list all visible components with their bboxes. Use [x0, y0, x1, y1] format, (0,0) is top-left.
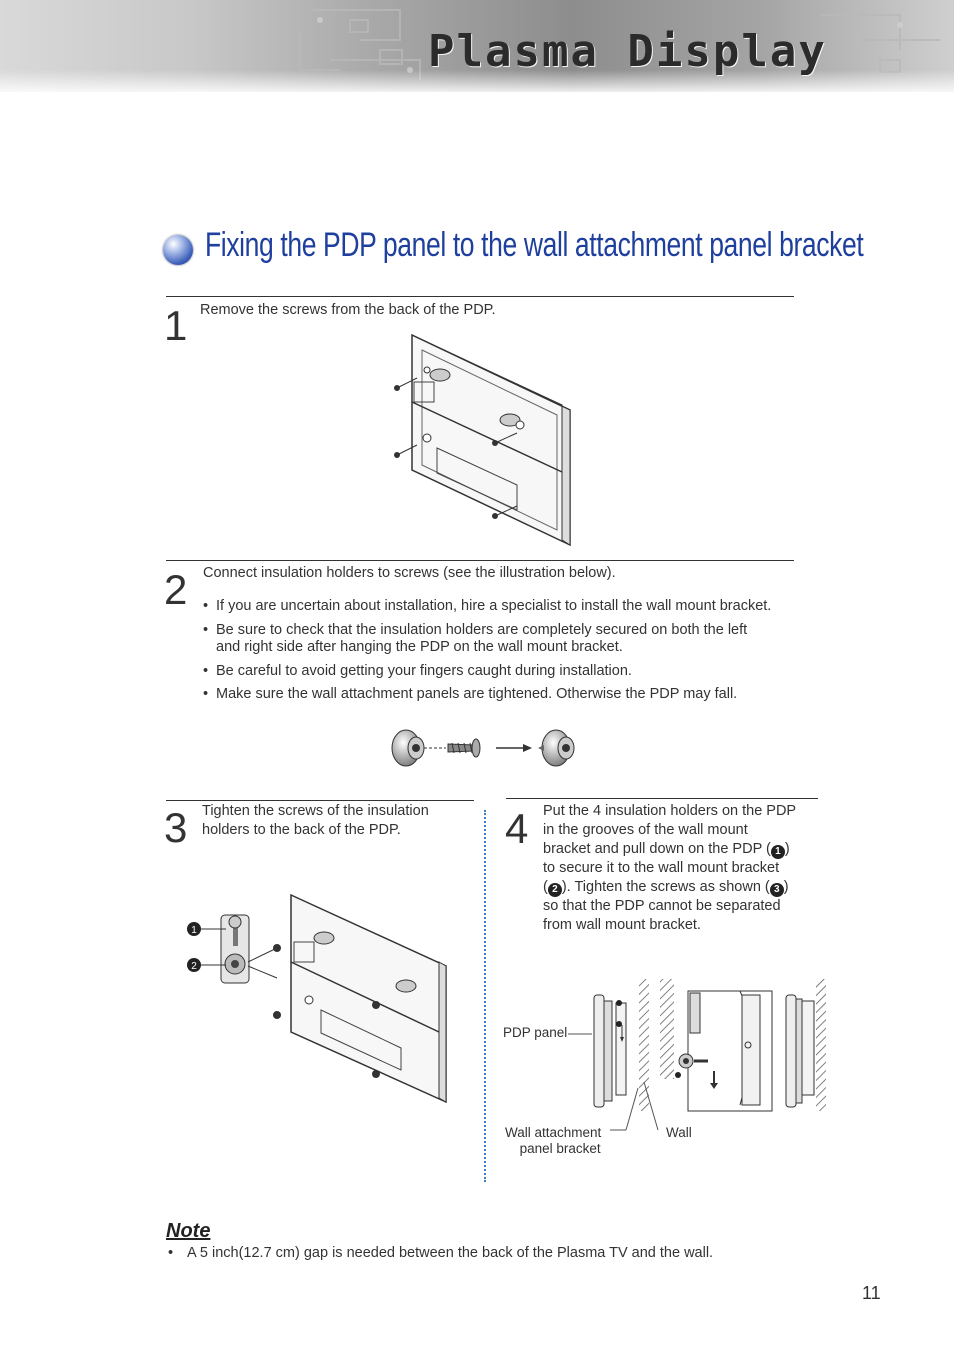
step-3-rule [166, 800, 474, 801]
wall-mount-illustration [593, 979, 826, 1112]
header-title: Plasma Display [428, 26, 827, 77]
step-2-number: 2 [164, 566, 188, 613]
marker-1-icon: 1 [770, 845, 785, 859]
step-2-bullet-2: •Be sure to check that the insulation ho… [203, 622, 748, 655]
section-title: Fixing the PDP panel to the wall attachm… [205, 226, 864, 264]
step-2-bullet-1: •If you are uncertain about installation… [203, 598, 772, 614]
diagram-leader-lines [568, 1033, 659, 1131]
step-1-number: 1 [164, 302, 188, 349]
pdp-panel-label: PDP panel [503, 1025, 568, 1040]
marker-3-icon: 3 [769, 883, 784, 897]
pdp-back-illustration-1 [394, 333, 571, 547]
step-2-text: Connect insulation holders to screws (se… [203, 565, 616, 581]
header-banner: Plasma Display [0, 0, 954, 92]
step-3-number: 3 [164, 804, 188, 851]
insulation-holder-illustration [391, 729, 575, 767]
note-heading: Note [166, 1220, 211, 1242]
step-2-rule [166, 560, 794, 561]
step-4-text: Put the 4 insulation holders on the PDP … [543, 803, 797, 933]
bullet-orb-icon [163, 235, 193, 265]
marker-2-icon: 2 [547, 883, 562, 897]
step-4-rule [506, 798, 818, 799]
pdp-back-illustration-3: 1 2 [187, 893, 447, 1104]
step-3-text: Tighten the screws of the insulation hol… [202, 803, 429, 838]
header-fade [0, 70, 954, 92]
step-1-rule [166, 296, 794, 297]
step-2-bullet-3: •Be careful to avoid getting your finger… [203, 663, 632, 679]
callout-1: 1 [191, 925, 197, 936]
callout-2: 2 [191, 961, 197, 972]
note-text: •A 5 inch(12.7 cm) gap is needed between… [168, 1245, 714, 1261]
step-1-text: Remove the screws from the back of the P… [200, 302, 496, 318]
step-2-bullet-4: •Make sure the wall attachment panels ar… [203, 686, 738, 702]
wall-label: Wall [666, 1125, 692, 1140]
bracket-label: Wall attachment panel bracket [505, 1125, 602, 1156]
column-separator [484, 810, 486, 1182]
circuit-pattern [299, 9, 940, 80]
page-number: 11 [862, 1283, 881, 1303]
step-4-number: 4 [505, 805, 529, 852]
